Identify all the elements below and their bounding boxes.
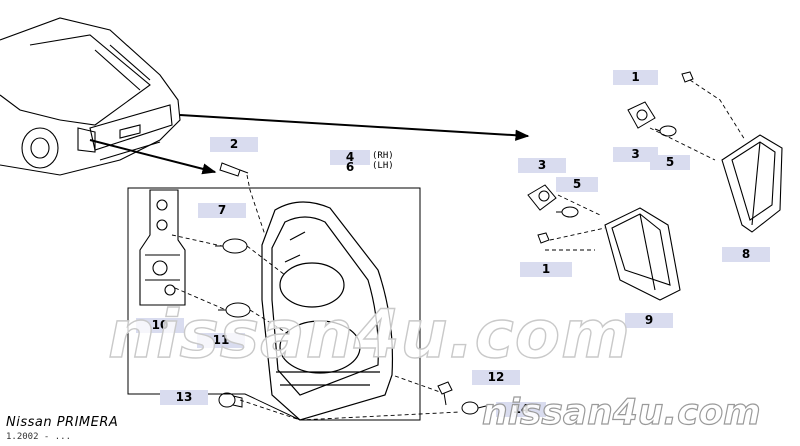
socket-3-mid <box>527 184 557 211</box>
callout-3-mid: 3 <box>518 158 566 173</box>
nut-1-mid <box>537 232 550 244</box>
bulb-7 <box>215 238 248 254</box>
car-rear-illustration <box>0 17 181 176</box>
callout-4: 4 <box>330 150 370 165</box>
callout-10: 10 <box>136 318 184 333</box>
callout-6: 6 <box>345 160 355 174</box>
callout-12: 12 <box>472 370 520 385</box>
watermark-corner: nissan4u.com <box>481 391 761 433</box>
callout-3-top: 3 <box>613 147 658 162</box>
arrow-to-side-lamp <box>179 114 530 141</box>
callout-5-top: 5 <box>650 155 690 170</box>
callout-14: 14 <box>496 402 546 417</box>
bulb-5-top <box>654 125 677 137</box>
upper-lamp <box>721 134 783 233</box>
callout-1-top: 1 <box>613 70 658 85</box>
callout-5-mid: 5 <box>556 177 598 192</box>
nut-1-top <box>681 71 694 83</box>
callout-2: 2 <box>210 137 258 152</box>
model-name: Nissan PRIMERA <box>6 415 119 430</box>
bulb-socket-plate <box>139 189 186 306</box>
callout-1-mid: 1 <box>520 262 572 277</box>
grommet-14 <box>461 401 487 415</box>
callout-13: 13 <box>160 390 208 405</box>
arrow-to-rear-lamp <box>89 139 217 175</box>
callout-8: 8 <box>722 247 770 262</box>
callout-11: 11 <box>197 333 245 348</box>
side-marker-lamp <box>604 207 681 301</box>
bulb-5-mid <box>556 206 579 218</box>
watermark-main: nissan4u.com <box>107 295 631 373</box>
screw-2 <box>219 162 249 177</box>
bolt-12 <box>437 381 453 406</box>
leader-lines <box>171 79 746 421</box>
label-rh: (RH) <box>372 151 394 161</box>
callout-7: 7 <box>198 203 246 218</box>
socket-3-top <box>627 101 656 129</box>
callout-9: 9 <box>625 313 673 328</box>
model-date: 1.2002 - ... <box>6 432 72 442</box>
label-lh: (LH) <box>372 161 394 171</box>
rear-combination-lamp <box>261 201 394 421</box>
clip-13 <box>218 392 243 408</box>
